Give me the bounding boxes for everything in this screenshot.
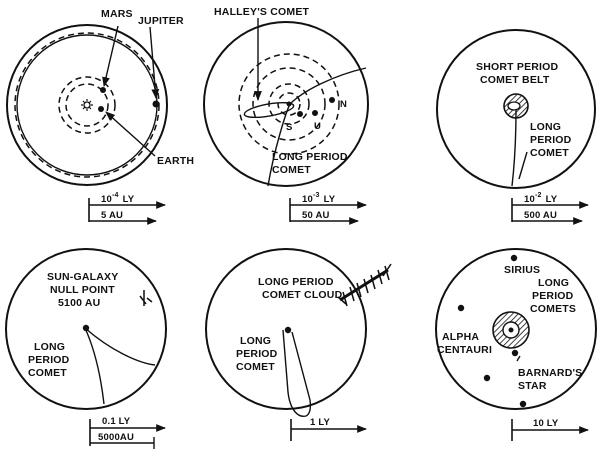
sun-dot (284, 326, 292, 334)
scale-label-au: 500 AU (524, 210, 557, 221)
mars-dashed-orbit (58, 76, 116, 134)
mars-pointer (102, 25, 119, 87)
scale-label-ly: 1 LY (310, 417, 330, 428)
panel-outer-solar-system: HALLEY'S COMET S U N LONG PERIOD COMET 1… (203, 6, 369, 225)
dashed-orbit-4 (238, 53, 340, 155)
scale-bar-secondary: 500 AU (512, 210, 583, 225)
earth-pointer (105, 111, 156, 157)
star-dot-4 (483, 374, 491, 382)
alpha-centauri-dot (457, 304, 465, 312)
sirius-dot (510, 254, 518, 262)
sun-core (286, 101, 292, 107)
scale-bar-secondary: 5 AU (89, 210, 157, 225)
scale-bar-primary: 0.1 LY (89, 416, 166, 446)
comet-path-inner (84, 327, 105, 405)
comet-path-outer (84, 327, 156, 366)
sun-dot (508, 327, 514, 333)
jupiter-orbit (16, 34, 158, 176)
long-period-comet-label: LONG PERIOD COMET (272, 151, 351, 176)
saturn-dot (297, 111, 303, 117)
panel-boundary (205, 248, 367, 410)
alpha-centauri-label: ALPHA CENTAURI (437, 331, 492, 356)
earth-label: EARTH (157, 155, 194, 167)
uranus-label: U (314, 121, 321, 132)
jupiter-label: JUPITER (138, 15, 184, 27)
null-point-marker (139, 290, 153, 306)
jupiter-pointer (149, 26, 160, 99)
long-period-comets-label: LONG PERIOD COMETS (530, 277, 577, 315)
sirius-label: SIRIUS (504, 264, 540, 276)
scale-label-au: 5000AU (98, 432, 134, 443)
null-point-label: SUN-GALAXY NULL POINT 5100 AU (47, 271, 121, 309)
dashed-orbit-1 (277, 92, 301, 116)
dashed-orbit-3 (252, 67, 326, 141)
scale-bar-secondary: 50 AU (290, 210, 359, 225)
cloud-track (339, 268, 389, 302)
earth-dot (98, 106, 104, 112)
barnards-star-label: BARNARD'S STAR (518, 367, 586, 392)
comet-cloud-label: LONG PERIOD COMET CLOUD (258, 276, 343, 301)
sun-dot (82, 324, 90, 332)
jupiter-dot (152, 100, 160, 108)
long-period-comet-path (267, 67, 367, 187)
sun-icon (81, 99, 93, 111)
scale-bar-primary: 10 LY (511, 418, 589, 441)
scale-label-au: 50 AU (302, 210, 330, 221)
belt-label: SHORT PERIOD COMET BELT (476, 61, 561, 86)
star-dot-5 (519, 400, 527, 408)
outer-dashed-orbit (14, 32, 160, 178)
halley-orbit (243, 101, 295, 119)
mars-label: MARS (101, 8, 133, 20)
uranus-dot (312, 110, 318, 116)
panel-boundary (436, 29, 596, 189)
panel-boundary (5, 248, 167, 410)
comet-path (282, 329, 312, 417)
panel-boundary (203, 21, 369, 187)
comet-pointer (518, 151, 528, 180)
cloud-hatching (337, 263, 392, 307)
panel-short-period-belt: SHORT PERIOD COMET BELT LONG PERIOD COME… (436, 29, 596, 225)
panel-boundary (6, 24, 168, 186)
saturn-label: S (286, 122, 293, 133)
inner-orbit (507, 101, 521, 111)
long-period-comet-label: LONG PERIOD COMET (530, 121, 575, 159)
scale-bar-primary: 1 LY (290, 417, 367, 441)
halley-label: HALLEY'S COMET (214, 6, 310, 18)
scale-label-ly: 10 LY (533, 418, 559, 429)
scale-bar-secondary: 5000AU (90, 432, 155, 449)
long-period-comet-path (511, 109, 517, 187)
barnard-pointer (516, 355, 521, 362)
long-period-comet-label: LONG PERIOD COMET (236, 335, 281, 373)
neptune-dot (329, 97, 335, 103)
panel-comet-cloud: LONG PERIOD COMET CLOUD LONG PERIOD COME… (205, 248, 392, 441)
earth-dashed-orbit (65, 83, 109, 127)
long-period-comet-label: LONG PERIOD COMET (28, 341, 73, 379)
panel-boundary (435, 248, 597, 410)
scale-label-ly: 0.1 LY (102, 416, 131, 427)
panel-nearby-stars: SIRIUS LONG PERIOD COMETS ALPHA CENTAURI… (435, 248, 597, 441)
barnards-star-dot (511, 349, 519, 357)
panel-null-point: SUN-GALAXY NULL POINT 5100 AU LONG PERIO… (5, 248, 167, 449)
neptune-label: N (340, 99, 347, 110)
mars-dot (100, 87, 106, 93)
scale-label-au: 5 AU (101, 210, 123, 221)
